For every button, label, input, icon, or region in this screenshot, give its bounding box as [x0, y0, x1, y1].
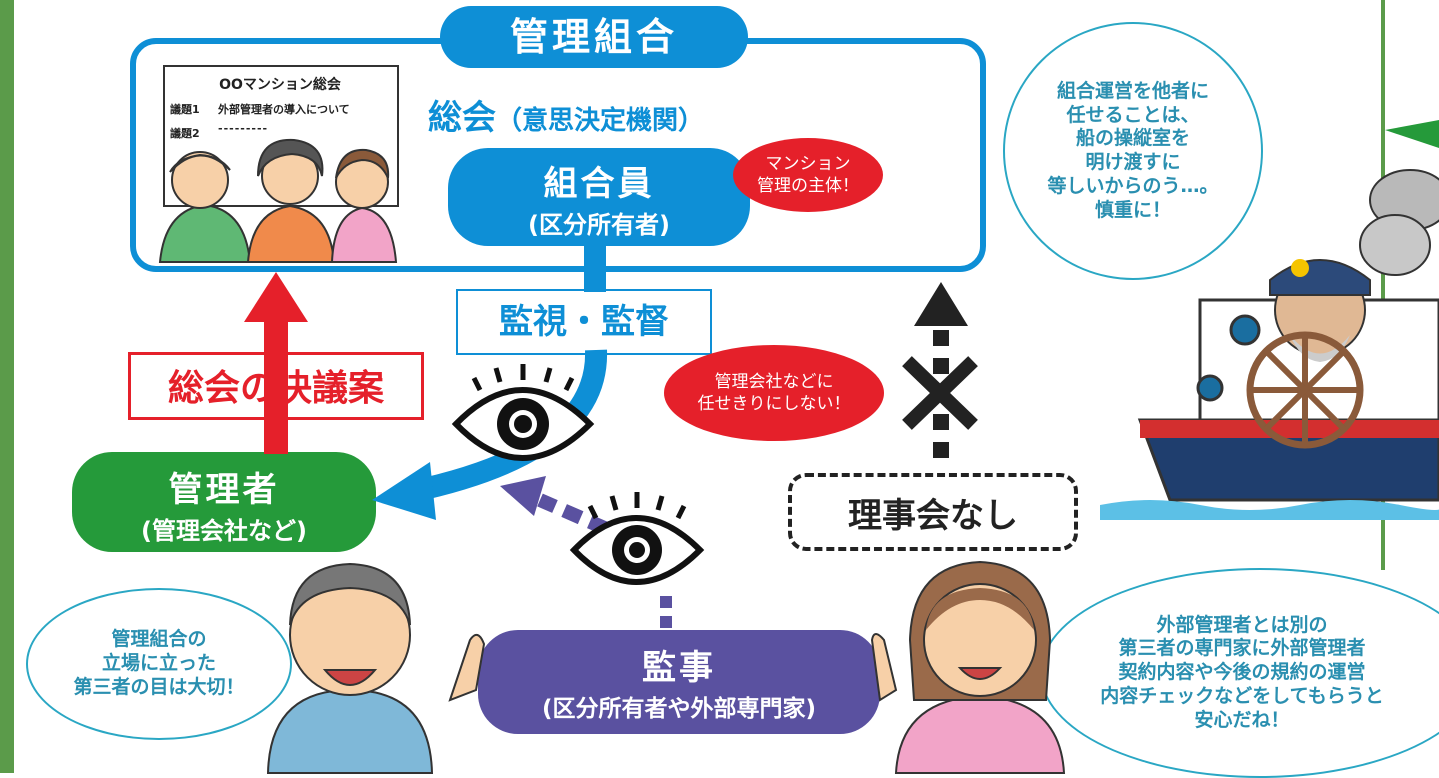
members-note-line2: 管理の主体！	[757, 176, 859, 196]
general-meeting-sub: （意思決定機関）	[496, 106, 705, 136]
captain-line1: 組合運営を他者に	[1056, 79, 1209, 102]
woman-line4: 内容チェックなどをしてもらうと	[1100, 684, 1384, 707]
auditor-pill: 監事 (区分所有者や外部専門家)	[478, 630, 880, 734]
whiteboard-title: OOマンション総会	[219, 77, 341, 93]
no-board-arrow-head	[914, 282, 968, 326]
members-pill: 組合員 (区分所有者)	[448, 148, 750, 246]
members-title: 組合員	[543, 164, 655, 204]
manager-pill: 管理者 (管理会社など)	[72, 452, 376, 552]
resolution-arrow-shaft	[264, 318, 288, 454]
members-note-bubble: マンション 管理の主体！	[733, 138, 883, 212]
agenda-1-number: 議題1	[170, 103, 200, 116]
captain-line4: 明け渡すに	[1085, 151, 1181, 173]
eye-icon-upper	[451, 364, 595, 461]
members-connector	[584, 244, 606, 292]
union-title: 管理組合	[440, 6, 748, 68]
eye-icon-lower	[569, 492, 705, 585]
agenda-1: 外部管理者の導入について	[218, 103, 350, 116]
left-border	[0, 0, 14, 773]
agenda-2-number: 議題2	[170, 127, 200, 140]
woman-line1: 外部管理者とは別の	[1156, 613, 1328, 636]
resolution-arrow-head	[244, 272, 308, 322]
general-meeting-title: 総会	[428, 98, 496, 138]
members-note-line1: マンション	[765, 153, 851, 174]
manager-sub: (管理会社など)	[141, 517, 307, 545]
woman-line2: 第三者の専門家に外部管理者	[1118, 637, 1366, 660]
woman-illustration	[870, 560, 1066, 774]
man-line2: 立場に立った	[101, 652, 216, 675]
captain-line2: 任せることは、	[1066, 103, 1200, 126]
woman-speech-bubble: 外部管理者とは別の 第三者の専門家に外部管理者 契約内容や今後の規約の運営 内容…	[1040, 568, 1439, 778]
oversight-note-line1: 管理会社などに	[714, 371, 834, 392]
no-board-label: 理事会なし	[788, 473, 1078, 551]
agenda-2: ---------	[218, 122, 269, 135]
captain-speech-bubble: 組合運営を他者に 任せることは、 船の操縦室を 明け渡すに 等しいからのう…。 …	[1003, 22, 1263, 280]
oversight-arrow-head	[372, 462, 436, 520]
oversight-note-bubble: 管理会社などに 任せきりにしない！	[664, 345, 884, 441]
auditor-arrow-head	[500, 476, 546, 516]
captain-line6: 慎重に！	[1094, 198, 1171, 221]
captain-ship-illustration	[1100, 120, 1439, 520]
general-meeting-label: 総会（意思決定機関）	[428, 90, 704, 139]
members-sub: (区分所有者)	[528, 211, 670, 239]
man-line3: 第三者の目は大切！	[73, 675, 245, 698]
man-illustration	[266, 562, 486, 774]
manager-title: 管理者	[168, 470, 280, 510]
man-line1: 管理組合の	[111, 628, 207, 651]
auditor-sub: (区分所有者や外部専門家)	[541, 696, 817, 722]
man-speech-bubble: 管理組合の 立場に立った 第三者の目は大切！	[26, 588, 292, 740]
captain-line5: 等しいからのう…。	[1047, 174, 1219, 197]
oversight-note-line2: 任せきりにしない！	[697, 394, 851, 414]
cross-mark	[902, 356, 978, 430]
oversight-label: 監視・監督	[456, 289, 712, 355]
meeting-people-illustration	[158, 138, 398, 263]
right-divider	[1381, 0, 1385, 570]
woman-line3: 契約内容や今後の規約の運営	[1118, 661, 1366, 684]
captain-line3: 船の操縦室を	[1075, 127, 1190, 150]
woman-line5: 安心だね！	[1194, 708, 1290, 731]
auditor-title: 監事	[642, 648, 716, 688]
